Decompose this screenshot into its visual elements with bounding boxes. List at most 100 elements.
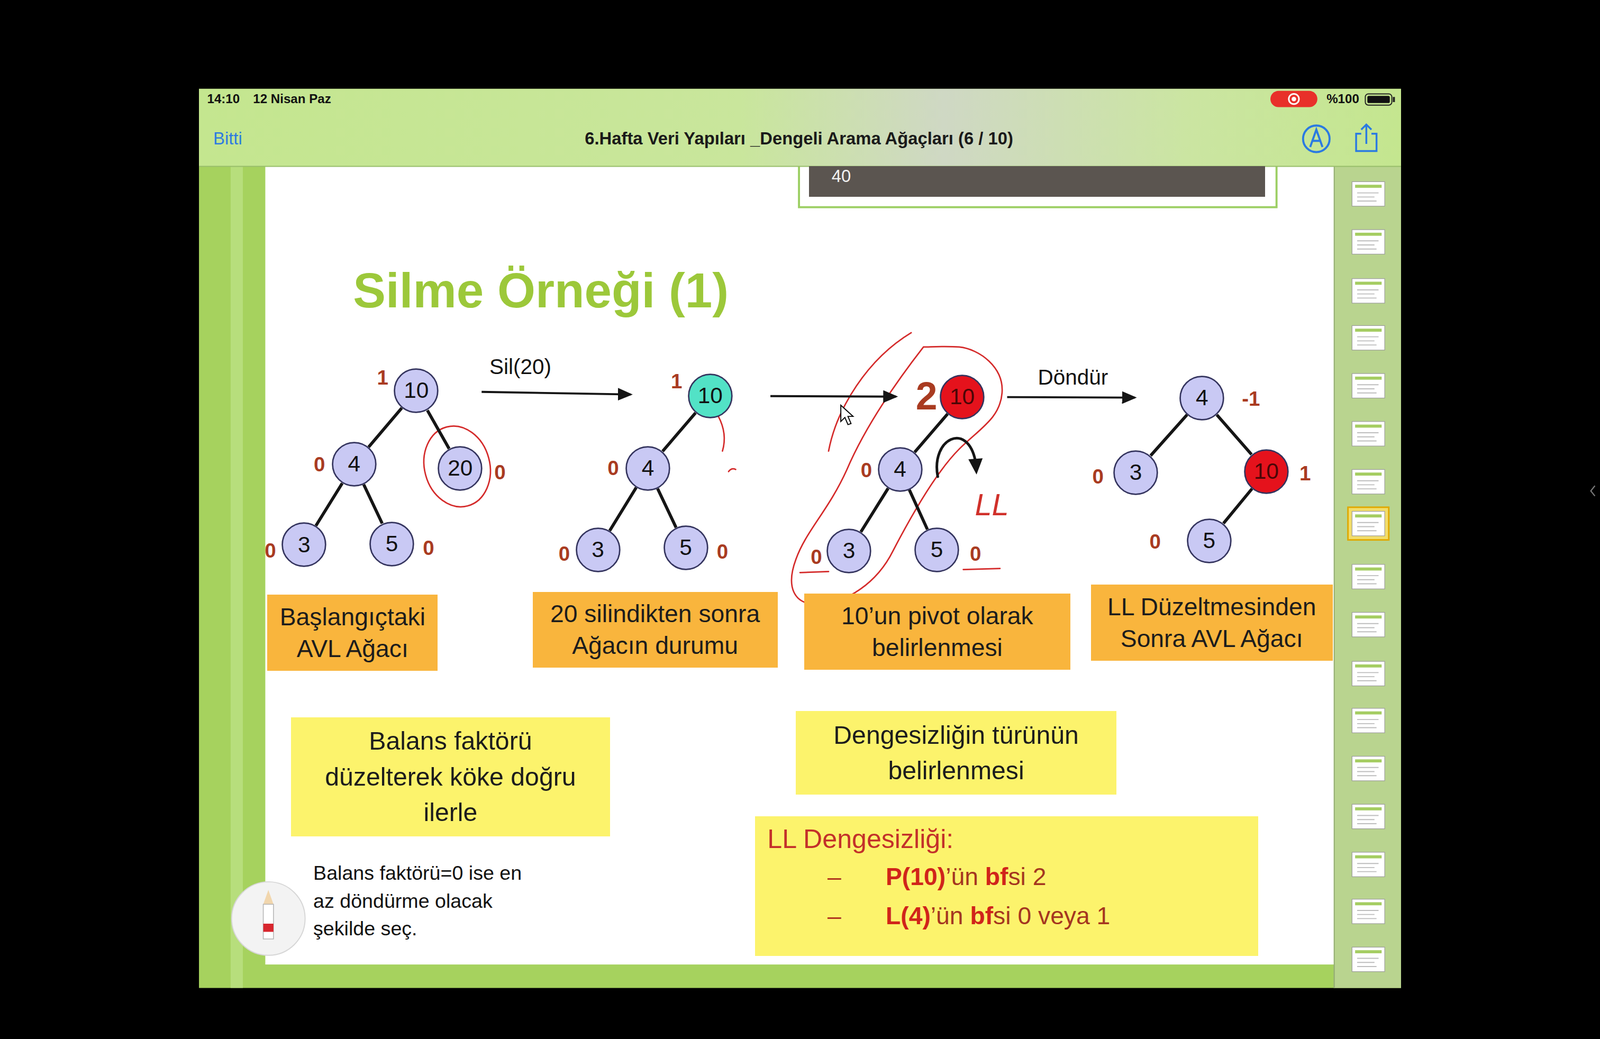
text-run: si 2	[1007, 862, 1047, 891]
note-box: Balans faktörü düzelterek köke doğru ile…	[291, 717, 611, 838]
node-value: 5	[385, 531, 399, 557]
done-button: Bitti	[213, 128, 243, 150]
bullet-dash: –	[827, 857, 842, 897]
tree-edge	[914, 413, 948, 453]
document-title: 6.Hafta Veri Yapıları _Dengeli Arama Ağa…	[584, 128, 1014, 150]
node-circle	[915, 528, 959, 572]
node-value: 4	[641, 456, 655, 481]
code-box: 40	[808, 166, 1266, 197]
thumbnail	[1351, 511, 1385, 536]
pencil-tool	[231, 882, 306, 956]
node-value: 3	[297, 532, 311, 558]
step-arrow	[481, 392, 631, 395]
tree-edge	[363, 484, 383, 524]
thumbnail	[1351, 708, 1385, 733]
thumbnails	[1348, 181, 1389, 972]
node-circle	[282, 523, 326, 567]
node-circle	[878, 447, 922, 492]
tree-node: 4	[877, 447, 923, 493]
balance-factor: 0	[969, 541, 981, 567]
markup-pen	[1310, 129, 1323, 148]
tree-node: 10	[687, 373, 733, 419]
node-circle	[576, 528, 620, 572]
balance-factor: 2	[915, 373, 938, 421]
recording-dot	[1291, 96, 1296, 102]
node-value: 10	[1253, 459, 1279, 485]
node-value: 3	[842, 538, 856, 564]
balance-factor: 0	[422, 535, 434, 560]
tree-node: 4	[1179, 375, 1225, 421]
node-value: 10	[403, 378, 429, 404]
text-run: bf	[969, 902, 994, 930]
node-circle	[664, 526, 708, 570]
node-value: 20	[447, 456, 473, 481]
pencil-tip	[263, 889, 274, 905]
tree-edge	[1216, 414, 1252, 455]
node-value: 5	[1203, 528, 1216, 554]
tree-node: 4	[331, 441, 377, 487]
thumbnail-strip	[1333, 166, 1402, 988]
node-circle	[827, 529, 871, 574]
node-circle	[1187, 519, 1231, 563]
node-circle	[688, 374, 732, 418]
box-text: 10’un pivot olarak belirlenmesi	[810, 600, 1065, 664]
box-text: Balans faktörü düzelterek köke doğru ile…	[315, 723, 586, 831]
tree-edge	[315, 483, 343, 526]
tree-node: 3	[1113, 450, 1159, 496]
text-run: ’ün	[930, 902, 971, 930]
slide-page	[265, 166, 1334, 965]
thumbnail	[1351, 756, 1385, 781]
node-value: 5	[679, 535, 693, 561]
recording-pill	[1270, 91, 1318, 108]
node-circle	[940, 375, 985, 419]
thumbnail	[1351, 612, 1385, 638]
slide-ground	[198, 88, 1402, 989]
thumbnail-selection	[1348, 507, 1389, 541]
tree-edge	[909, 489, 928, 530]
balance-factor: 0	[810, 544, 822, 570]
box-text: LL Düzeltmesinden Sonra AVL Ağacı	[1096, 591, 1327, 655]
caption-box: LL Düzeltmesinden Sonra AVL Ağacı	[1091, 584, 1333, 661]
share-icon	[1356, 124, 1377, 151]
rule-heading: LL Dengesizliği:	[767, 822, 1247, 857]
node-circle	[1244, 449, 1288, 494]
status-time: 14:10	[207, 91, 241, 107]
side-chevron	[1591, 485, 1596, 496]
tree-edge	[1150, 414, 1188, 456]
thumbnail	[1351, 229, 1385, 254]
ink-underline	[963, 568, 1000, 570]
ink-underline	[800, 571, 829, 573]
bullet-dash: –	[827, 896, 842, 936]
balance-factor: 0	[607, 456, 619, 481]
ink-stroke	[728, 468, 736, 472]
ink-circle	[414, 418, 499, 515]
arrow-label: Sil(20)	[489, 353, 552, 380]
text-run: L(4)	[885, 902, 931, 930]
thumbnail	[1351, 564, 1385, 589]
status-date: 12 Nisan Paz	[252, 91, 331, 107]
tree-node: 3	[281, 522, 327, 568]
thumbnail	[1351, 804, 1385, 829]
tree-edge	[662, 412, 696, 452]
text-run: P(10)	[885, 862, 946, 891]
node-value: 4	[1195, 385, 1209, 411]
ink-stroke	[828, 332, 912, 452]
node-circle	[438, 446, 483, 490]
tree-node: 5	[1186, 518, 1232, 564]
code-text: 40	[831, 166, 851, 187]
thumbnail	[1351, 947, 1385, 972]
caption-box: Başlangıçtaki AVL Ağacı	[267, 594, 438, 671]
thumbnail	[1351, 661, 1385, 686]
balance-factor: 0	[494, 460, 506, 485]
balance-factor: 1	[1299, 461, 1311, 486]
thumbnail	[1351, 421, 1385, 447]
thumbnail	[1351, 852, 1385, 877]
tree-edge	[609, 487, 636, 531]
caption-box: 10’un pivot olarak belirlenmesi	[804, 593, 1071, 670]
recording-icon	[1270, 91, 1318, 108]
tree-node: 5	[914, 527, 960, 573]
tree-node: 3	[826, 528, 872, 574]
balance-factor: 0	[313, 451, 325, 477]
thumbnail	[1351, 325, 1385, 350]
